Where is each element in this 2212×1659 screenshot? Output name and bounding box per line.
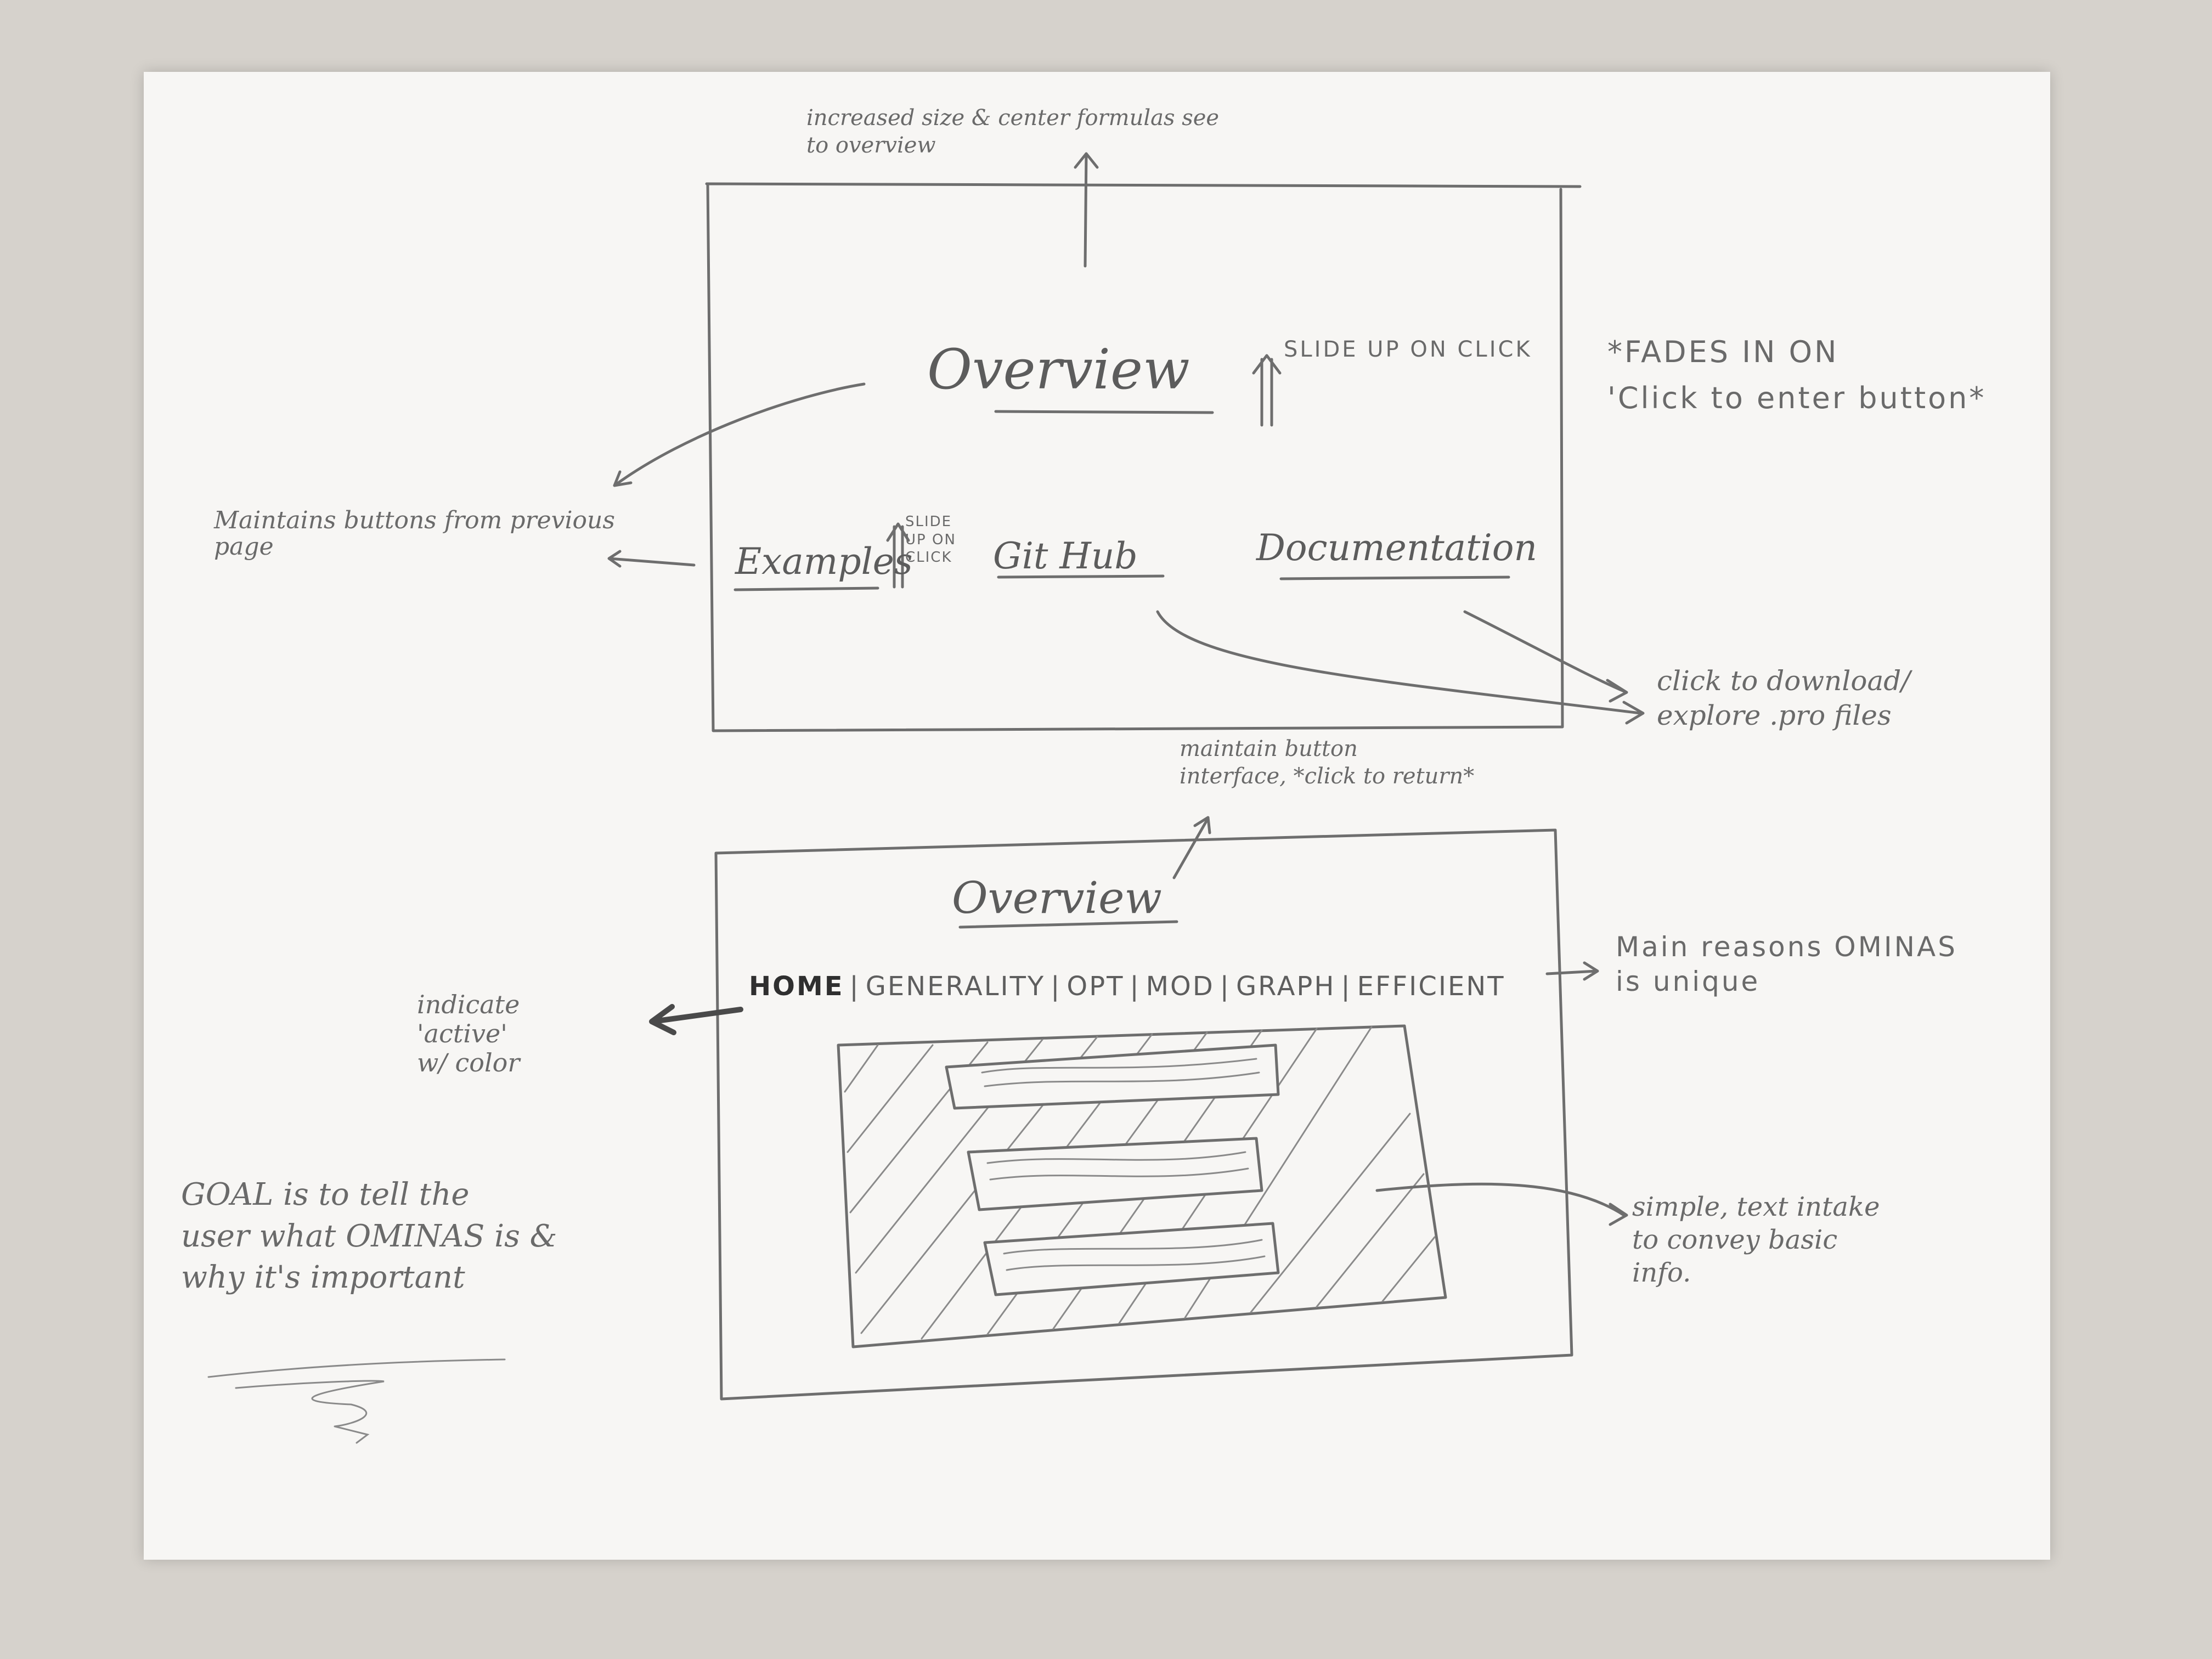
examples-underline <box>733 586 879 591</box>
note-reasons: Main reasons OMINAS is unique <box>1616 931 1957 997</box>
paper-sheet <box>144 72 2050 1560</box>
note-size: increased size & center formulas see to … <box>806 105 1220 158</box>
nav-item-graph[interactable]: GRAPH <box>1235 971 1336 1002</box>
examples-slide-arrow <box>886 522 910 589</box>
nav-item-home[interactable]: HOME <box>749 971 844 1002</box>
bottom-overview-underline <box>958 920 1178 929</box>
arrow-simple <box>1375 1182 1628 1226</box>
github-button[interactable]: Git Hub <box>993 535 1138 577</box>
documentation-button[interactable]: Documentation <box>1256 527 1538 569</box>
goal-scribble <box>207 1358 506 1444</box>
bottom-wireframe-frame <box>714 828 1573 1401</box>
bottom-overview-title[interactable]: Overview <box>952 872 1162 923</box>
text-bar-2-lines <box>986 1151 1249 1181</box>
slide-up-arrow <box>1252 354 1282 427</box>
note-slide-overview: SLIDE UP ON CLICK <box>1284 337 1532 362</box>
nav-item-efficient[interactable]: EFFICIENT <box>1357 971 1505 1002</box>
note-maintain: maintain button interface, *click to ret… <box>1180 736 1475 789</box>
text-bar-3 <box>983 1222 1280 1296</box>
text-bar-1-lines <box>981 1058 1260 1087</box>
note-fades: *FADES IN ON 'Click to enter button* <box>1607 335 1987 415</box>
note-goal: GOAL is to tell the user what OMINAS is … <box>181 1177 557 1296</box>
github-underline <box>997 574 1165 579</box>
arrow-github-download <box>1156 610 1645 725</box>
nav-item-mod[interactable]: MOD <box>1146 971 1215 1002</box>
nav-item-generality[interactable]: GENERALITY <box>865 971 1046 1002</box>
note-slide-examples: SLIDE UP ON CLICK <box>905 514 956 566</box>
top-wireframe-frame <box>705 182 1582 732</box>
overview-button[interactable]: Overview <box>927 337 1190 402</box>
text-bar-1 <box>945 1043 1280 1110</box>
content-panel-frame <box>837 1024 1447 1348</box>
arrow-up-size <box>1074 152 1099 268</box>
nav-item-opt[interactable]: OPT <box>1066 971 1125 1002</box>
text-bar-2 <box>967 1137 1263 1211</box>
note-download: click to download/ explore .pro files <box>1657 665 1911 731</box>
arrow-reasons <box>1545 961 1599 981</box>
note-active: indicate 'active' w/ color <box>417 990 520 1077</box>
note-maintains: Maintains buttons from previous page <box>214 506 615 561</box>
note-simple: simple, text intake to convey basic info… <box>1632 1192 1880 1288</box>
arrow-maintain <box>1172 816 1211 879</box>
section-nav: HOME|GENERALITY|OPT|MOD|GRAPH|EFFICIENT <box>749 971 1505 1002</box>
overview-underline <box>994 410 1214 414</box>
examples-button[interactable]: Examples <box>735 540 913 583</box>
arrow-maintains <box>613 382 866 487</box>
arrow-active <box>649 1004 743 1035</box>
text-bar-3-lines <box>1003 1239 1266 1271</box>
arrow-previous <box>607 550 696 568</box>
documentation-underline <box>1279 575 1510 580</box>
arrow-docs-download <box>1463 610 1628 703</box>
